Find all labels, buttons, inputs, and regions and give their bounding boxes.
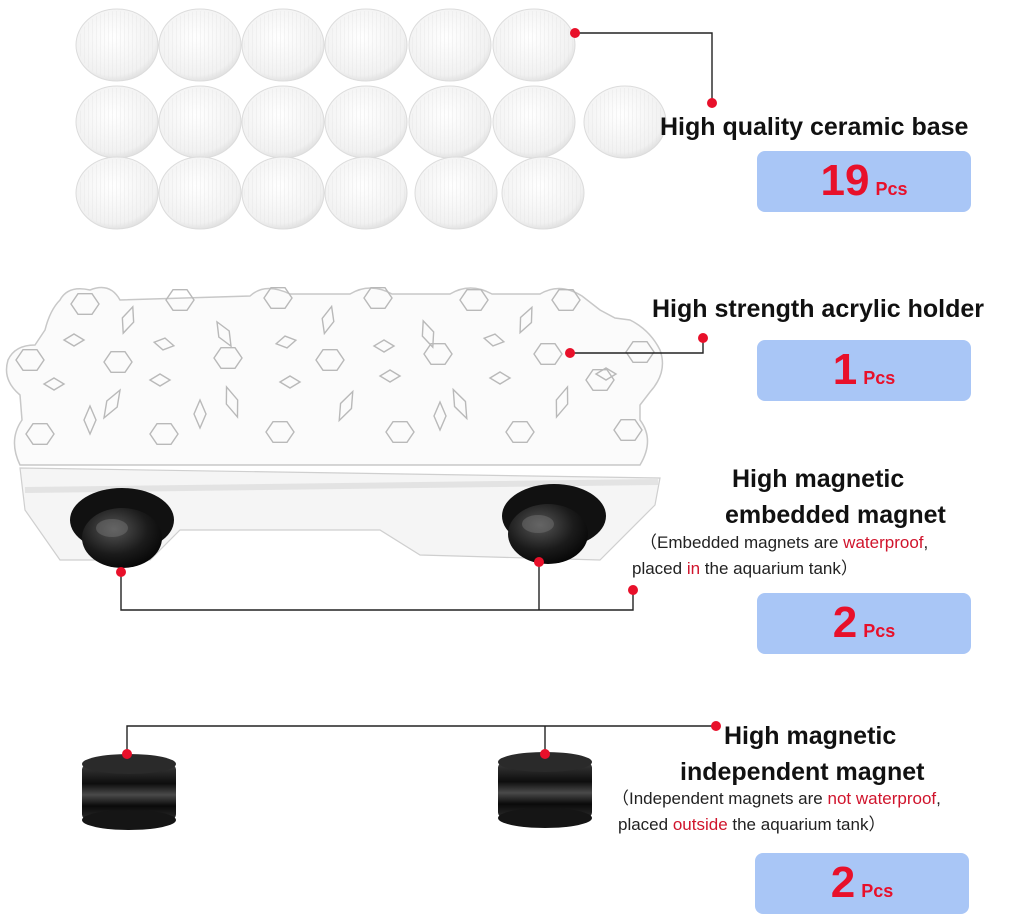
ceramic-base-title: High quality ceramic base [660, 113, 969, 141]
acrylic-holder-unit: Pcs [863, 368, 896, 388]
diamond-cutout [103, 388, 121, 420]
ceramic-base-disc [241, 8, 325, 82]
ceramic-base-disc [158, 85, 242, 159]
diamond-cutout [372, 339, 396, 353]
hexagon-cutout [625, 341, 655, 363]
ceramic-base-disc [324, 156, 408, 230]
ceramic-base-disc [75, 85, 159, 159]
diamond-cutout [216, 320, 232, 348]
ceramic-base-disc [75, 156, 159, 230]
hexagon-cutout [385, 421, 415, 443]
hexagon-cutout [15, 349, 45, 371]
acrylic-holder-count-badge: 1 Pcs [757, 340, 971, 401]
embedded-magnet-title-line1: High magnetic [732, 465, 905, 493]
ceramic-base-disc [408, 85, 492, 159]
hexagon-cutout [165, 289, 195, 311]
embedded-magnet-unit: Pcs [863, 621, 896, 641]
acrylic-holder-title: High strength acrylic holder [652, 295, 985, 323]
independent-magnet-title-line1: High magnetic [724, 722, 897, 750]
ceramic-base-disc [583, 85, 667, 159]
diamond-cutout [83, 404, 97, 436]
diamond-cutout [225, 385, 239, 419]
independent-magnet-unit: Pcs [861, 881, 894, 901]
independent-magnet-note-line2: placed outside the aquarium tank） [618, 815, 886, 834]
embedded-magnet-note-line2: placed in the aquarium tank） [632, 559, 858, 578]
diamond-cutout [482, 333, 506, 347]
diamond-cutout [338, 389, 354, 423]
hexagon-cutout [551, 289, 581, 311]
ceramic-base-disc [414, 156, 498, 230]
hexagon-cutout [25, 423, 55, 445]
embedded-magnet-count-badge: 2 Pcs [757, 593, 971, 654]
independent-magnet-note-line1: （Independent magnets are not waterproof, [612, 789, 941, 808]
ceramic-base-disc [492, 85, 576, 159]
embedded-magnet-right [502, 484, 606, 564]
ceramic-base-disc [324, 8, 408, 82]
hexagon-cutout [363, 287, 393, 309]
diamond-cutout [555, 385, 569, 419]
embedded-magnet-note-line1: （Embedded magnets are waterproof, [640, 533, 929, 552]
ceramic-base-count-badge: 19 Pcs [757, 151, 971, 212]
independent-magnet-count-badge: 2 Pcs [755, 853, 969, 914]
diamond-cutout [278, 375, 302, 389]
diamond-cutout [152, 337, 176, 351]
diamond-cutout [594, 367, 618, 381]
ceramic-base-disc [158, 8, 242, 82]
independent-magnet-left [82, 754, 176, 830]
ceramic-base-disc [75, 8, 159, 82]
hexagon-cutout [613, 419, 643, 441]
diamond-cutout [433, 400, 447, 432]
embedded-magnet-left [70, 488, 174, 568]
diamond-cutout [321, 304, 335, 336]
hexagon-cutout [263, 287, 293, 309]
ceramic-base-disc [501, 156, 585, 230]
ceramic-base-disc [158, 156, 242, 230]
ceramic-base-count: 19 [820, 156, 870, 205]
ceramic-base-disc [241, 156, 325, 230]
hexagon-cutout [459, 289, 489, 311]
acrylic-holder-count: 1 [832, 345, 858, 394]
diamond-cutout [488, 371, 512, 385]
diamond-cutout [519, 305, 533, 335]
independent-magnet-right [498, 752, 592, 828]
diamond-cutout [378, 369, 402, 383]
diamond-cutout [62, 333, 86, 347]
diamond-cutout [421, 319, 435, 349]
hexagon-cutout [315, 349, 345, 371]
diamond-cutout [121, 305, 135, 335]
diamond-cutout [193, 398, 207, 430]
ceramic-base-unit: Pcs [875, 179, 908, 199]
acrylic-holder [5, 286, 664, 561]
hexagon-cutout [505, 421, 535, 443]
independent-magnet-count: 2 [830, 858, 856, 907]
diamond-cutout [148, 373, 172, 387]
hexagon-cutout [149, 423, 179, 445]
ceramic-base-disc [492, 8, 576, 82]
hexagon-cutout [423, 343, 453, 365]
hexagon-cutout [533, 343, 563, 365]
ceramic-base-group [75, 8, 667, 230]
ceramic-base-disc [241, 85, 325, 159]
diamond-cutout [42, 377, 66, 391]
hexagon-cutout [265, 421, 295, 443]
hexagon-cutout [70, 293, 100, 315]
connector-dots [116, 28, 721, 759]
hexagon-cutout [585, 369, 615, 391]
ceramic-base-disc [324, 85, 408, 159]
diamond-cutout [274, 335, 298, 349]
hexagon-cutout [103, 351, 133, 373]
diamond-cutout [452, 387, 468, 421]
independent-magnet-title-line2: independent magnet [680, 758, 925, 786]
ceramic-base-disc [408, 8, 492, 82]
embedded-magnet-count: 2 [832, 598, 858, 647]
embedded-magnet-title-line2: embedded magnet [725, 501, 946, 529]
hexagon-cutout [213, 347, 243, 369]
